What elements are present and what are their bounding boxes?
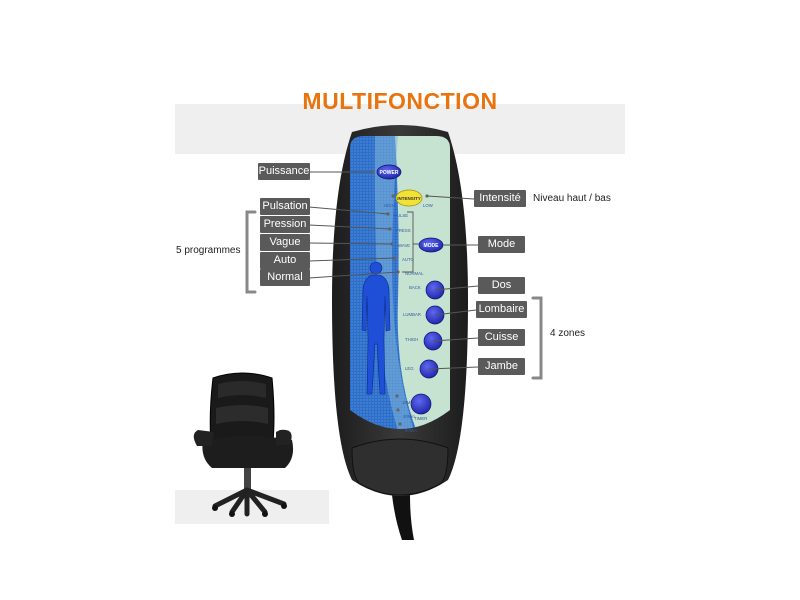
label-vague: Vague [260, 234, 310, 251]
timer-button [410, 393, 432, 415]
remote-cable [392, 495, 414, 540]
body-silhouette-icon [361, 261, 391, 395]
annotation-zones: 4 zones [550, 328, 586, 339]
wave-text: WAVE [398, 243, 410, 248]
high-text: HIGH [384, 203, 395, 208]
pulse-text: PULSE [394, 213, 408, 218]
t60-text: 60Min [405, 428, 417, 433]
page-title: MULTIFONCTION [302, 88, 498, 114]
label-intensite: Intensité [474, 190, 526, 207]
low-text: LOW [423, 203, 434, 208]
right-bracket [531, 296, 543, 380]
mode-text: MODE [424, 243, 440, 249]
t30-text: 30Min [403, 414, 415, 419]
press-text: PRESS [396, 228, 411, 233]
thigh-text: THIGH [405, 337, 418, 342]
label-jambe: Jambe [478, 358, 525, 375]
label-pulsation: Pulsation [260, 198, 310, 215]
t15-text: 15Min [402, 400, 414, 405]
back-text: BACK [409, 285, 421, 290]
label-mode: Mode [478, 236, 525, 253]
label-auto: Auto [260, 252, 310, 269]
remote-bottom-cap [351, 438, 449, 496]
label-cuisse: Cuisse [478, 329, 525, 346]
label-lombaire: Lombaire [476, 301, 527, 318]
power-button [376, 164, 402, 180]
label-puissance: Puissance [258, 163, 310, 180]
intensity-text: INTENSITY [397, 196, 421, 201]
auto-text: AUTO [402, 257, 415, 262]
label-pression: Pression [260, 216, 310, 233]
office-chair-icon [193, 372, 294, 517]
left-bracket [245, 210, 257, 294]
intensity-button [395, 189, 423, 207]
timer-text: TIMER [414, 416, 427, 421]
power-text: POWER [380, 170, 399, 176]
leader-lines [308, 171, 482, 370]
annotation-niveau: Niveau haut / bas [533, 193, 611, 204]
normal-text: NORMAL [405, 271, 424, 276]
label-normal: Normal [260, 269, 310, 286]
lumbar-text: LUMBAR [403, 312, 421, 317]
label-dos: Dos [478, 277, 525, 294]
annotation-programmes: 5 programmes [176, 245, 241, 256]
leg-text: LEG [405, 366, 414, 371]
